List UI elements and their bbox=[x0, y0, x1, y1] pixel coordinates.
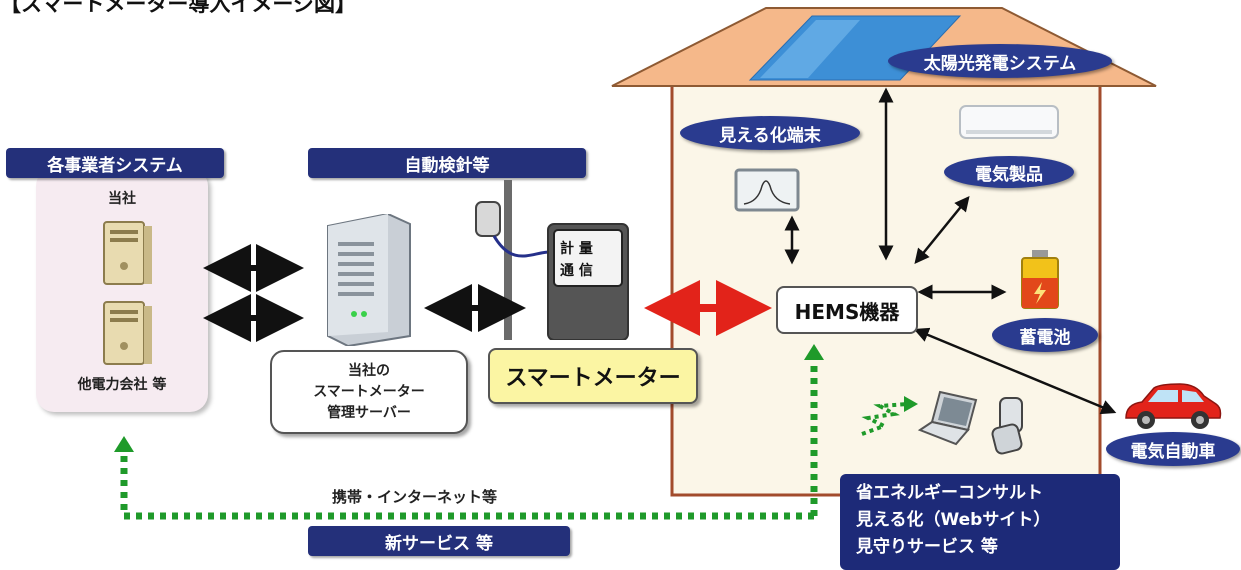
auto-reading-header: 自動検針等 bbox=[308, 148, 586, 178]
appliances-label: 電気製品 bbox=[944, 156, 1074, 188]
visual-terminal-label: 見える化端末 bbox=[680, 116, 860, 150]
laptop-icon bbox=[917, 390, 978, 446]
mobile-phone-icon bbox=[991, 397, 1023, 455]
other-utility-server-icon bbox=[103, 301, 152, 365]
battery-label: 蓄電池 bbox=[992, 318, 1098, 352]
hems-device: HEMS機器 bbox=[776, 286, 918, 334]
new-service-label: 新サービス 等 bbox=[308, 526, 570, 556]
network-label: 携帯・インターネット等 bbox=[332, 488, 498, 506]
monitor-icon bbox=[734, 168, 800, 212]
our-company-label: 当社 bbox=[108, 191, 136, 207]
server-line-1: 当社の bbox=[348, 362, 390, 379]
management-server-icon bbox=[327, 214, 411, 346]
green-dotted-path bbox=[120, 448, 814, 520]
operator-systems-panel bbox=[36, 168, 208, 412]
arrow-hems-appliances bbox=[914, 196, 970, 264]
smart-meter-label: スマートメーター bbox=[488, 348, 698, 404]
new-services-box: 省エネルギーコンサルト 見える化（Webサイト） 見守りサービス 等 bbox=[840, 474, 1120, 570]
solar-power-label: 太陽光発電システム bbox=[888, 44, 1112, 78]
company-server-icon bbox=[103, 221, 152, 285]
server-line-3: 管理サーバー bbox=[327, 404, 411, 421]
other-utilities-label: 他電力会社 等 bbox=[77, 377, 167, 393]
battery-icon bbox=[1021, 250, 1059, 309]
ev-label: 電気自動車 bbox=[1106, 432, 1240, 466]
service-line-1: 省エネルギーコンサルト bbox=[856, 483, 1043, 503]
operator-systems-header: 各事業者システム bbox=[6, 148, 224, 178]
wireless-zigzag bbox=[861, 402, 909, 436]
meter-display-line-1: 計 量 bbox=[560, 241, 593, 257]
smart-meter-icon bbox=[475, 180, 629, 340]
server-line-2: スマートメーター bbox=[313, 383, 425, 400]
green-arrowhead-left bbox=[114, 436, 134, 452]
car-icon bbox=[1125, 383, 1222, 429]
air-conditioner-icon bbox=[959, 105, 1059, 139]
arrow-hems-ev bbox=[913, 327, 1117, 415]
green-arrowhead-hems bbox=[804, 344, 824, 360]
page-title: 【スマートメーター導入イメージ図】 bbox=[0, 0, 356, 16]
service-line-3: 見守りサービス 等 bbox=[856, 537, 998, 557]
management-server-label: 当社の スマートメーター 管理サーバー bbox=[270, 350, 468, 434]
meter-display-line-2: 通 信 bbox=[560, 263, 593, 279]
service-line-2: 見える化（Webサイト） bbox=[856, 510, 1051, 530]
